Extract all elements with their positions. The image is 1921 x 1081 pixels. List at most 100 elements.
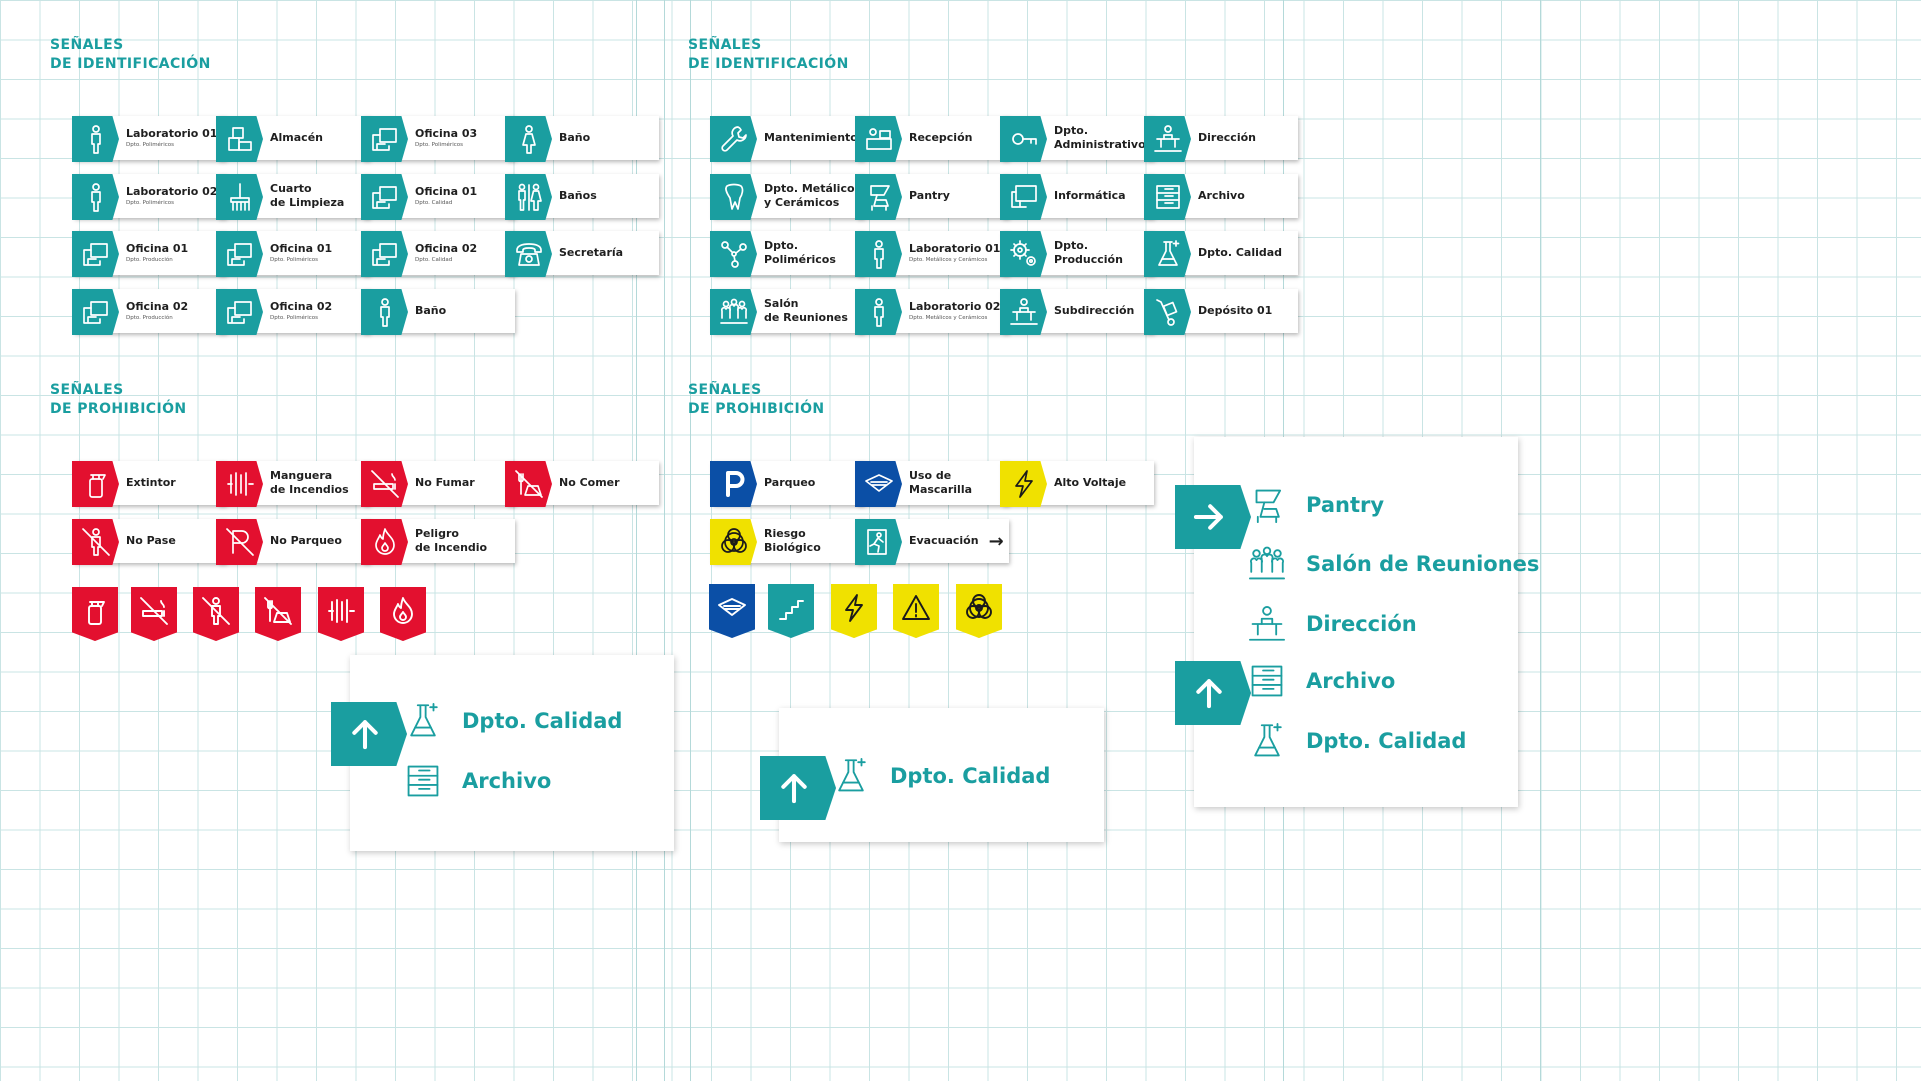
no-smoking-icon	[140, 597, 168, 625]
sign-label: Alto Voltaje	[1054, 476, 1127, 489]
sign-label: Dpto. Metálicos	[764, 182, 862, 195]
directory-label: Dpto. Calidad	[890, 764, 1051, 788]
sign-label-line2: Administrativo	[1054, 138, 1146, 151]
sign-text: Evacuación	[909, 534, 979, 548]
parking-icon	[725, 471, 744, 497]
sign-label: Extintor	[126, 476, 176, 489]
sign-s7: Baños	[505, 174, 659, 220]
badge-stairs	[768, 584, 814, 638]
sign-label: Recepción	[909, 131, 973, 144]
sign-icon-plate	[855, 461, 902, 507]
sign-icon-plate	[361, 289, 408, 335]
sign-icon-plate	[710, 519, 757, 565]
flame-icon	[374, 528, 395, 555]
person-icon	[90, 125, 101, 154]
group-icon	[1249, 546, 1285, 580]
arrow-up-marker	[760, 756, 836, 820]
wrench-icon	[720, 126, 747, 152]
sign-label-line2: de Incendio	[415, 541, 488, 554]
guide-line	[1540, 0, 1541, 1081]
arrow-up-marker	[331, 702, 407, 766]
tooth-icon	[724, 183, 743, 210]
sign-sublabel: Dpto. Poliméricos	[126, 141, 174, 148]
arrow-up-marker	[1175, 661, 1251, 725]
no-eating-icon	[514, 470, 543, 498]
person-icon	[90, 183, 101, 212]
sign-label: Oficina 03	[415, 126, 478, 140]
sign-label: No Pase	[126, 534, 176, 547]
woman-icon	[521, 125, 536, 154]
flask-icon	[1157, 240, 1179, 266]
sign-text: Baños	[559, 189, 597, 203]
person-icon	[873, 298, 884, 327]
office-desk-icon	[82, 301, 108, 324]
sign-s31: Extintor	[72, 461, 226, 507]
sign-text: Mantenimiento	[764, 131, 858, 145]
sign-text: Recepción	[909, 131, 972, 145]
arrow-up-icon	[781, 774, 807, 804]
office-desk-icon	[371, 243, 397, 266]
sign-s22: Archivo	[1144, 174, 1298, 220]
office-desk-icon	[82, 243, 108, 266]
guide-line	[690, 0, 691, 1081]
sign-label: Oficina 01	[415, 184, 478, 198]
no-parking-icon	[225, 528, 254, 556]
mask-icon	[864, 474, 893, 492]
sign-label-line2: Poliméricos	[764, 253, 836, 266]
sign-icon-plate	[216, 231, 263, 277]
sign-icon-plate	[1144, 116, 1191, 162]
guide-line	[664, 0, 665, 1081]
sign-icon-plate	[1144, 289, 1191, 335]
sign-s29: Subdirección	[1000, 289, 1154, 335]
sign-sublabel: Dpto. Calidad	[415, 199, 453, 206]
lightning-icon	[845, 594, 863, 622]
sign-icon-plate	[855, 519, 902, 565]
directory-row: Archivo	[402, 760, 551, 802]
sign-text: Extintor	[126, 476, 176, 490]
sign-label-line2: Biológico	[764, 541, 821, 554]
stairs-icon	[779, 600, 804, 620]
podium-icon	[1249, 606, 1285, 641]
sign-icon-plate	[710, 289, 757, 335]
sign-sublabel: Dpto. Poliméricos	[126, 199, 174, 206]
key-icon	[1011, 133, 1037, 145]
sign-text: Pantry	[909, 189, 950, 203]
podium-icon	[1009, 298, 1038, 325]
sign-label-line2: y Cerámicos	[764, 196, 840, 209]
warning-icon	[902, 595, 930, 620]
sign-label: No Fumar	[415, 476, 475, 489]
sign-icon-plate	[855, 231, 902, 277]
group-icon	[719, 298, 748, 324]
sign-sublabel: Dpto. Poliméricos	[270, 256, 318, 263]
sign-text: Dirección	[1198, 131, 1256, 145]
biohazard-icon	[966, 594, 992, 619]
sign-sublabel: Dpto. Metálicos y Cerámicos	[909, 256, 988, 263]
sign-label-line2: de Limpieza	[270, 196, 345, 209]
directory-label: Dirección	[1306, 612, 1417, 636]
flask-icon	[410, 703, 438, 737]
sign-label: Almacén	[270, 131, 323, 144]
person-icon	[873, 240, 884, 269]
directory-row: Salón de Reuniones	[1246, 543, 1539, 585]
sign-label-line2: de Reuniones	[764, 311, 848, 324]
sign-label-line2: Mascarilla	[909, 483, 973, 496]
sign-label: Peligro	[415, 527, 459, 540]
sign-label: Baños	[559, 189, 597, 202]
directory-label: Pantry	[1306, 493, 1385, 517]
